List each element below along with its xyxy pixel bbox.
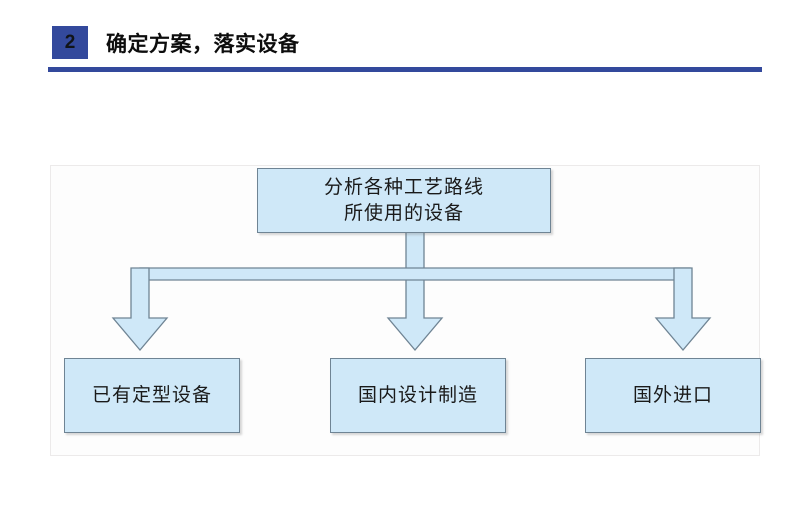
diagram-node-analyze-equipment[interactable]: 分析各种工艺路线 所使用的设备 xyxy=(257,168,551,233)
diagram-node-domestic-manufacture[interactable]: 国内设计制造 xyxy=(330,358,506,433)
page-title: 确定方案，落实设备 xyxy=(106,32,300,56)
slide-number-text: 2 xyxy=(64,32,76,53)
slide-header: 2 确定方案，落实设备 xyxy=(0,0,808,80)
diagram-node-foreign-import[interactable]: 国外进口 xyxy=(585,358,761,433)
diagram-node-existing-equipment[interactable]: 已有定型设备 xyxy=(64,358,240,433)
header-divider xyxy=(48,67,762,72)
slide-number-badge: 2 xyxy=(52,26,88,59)
